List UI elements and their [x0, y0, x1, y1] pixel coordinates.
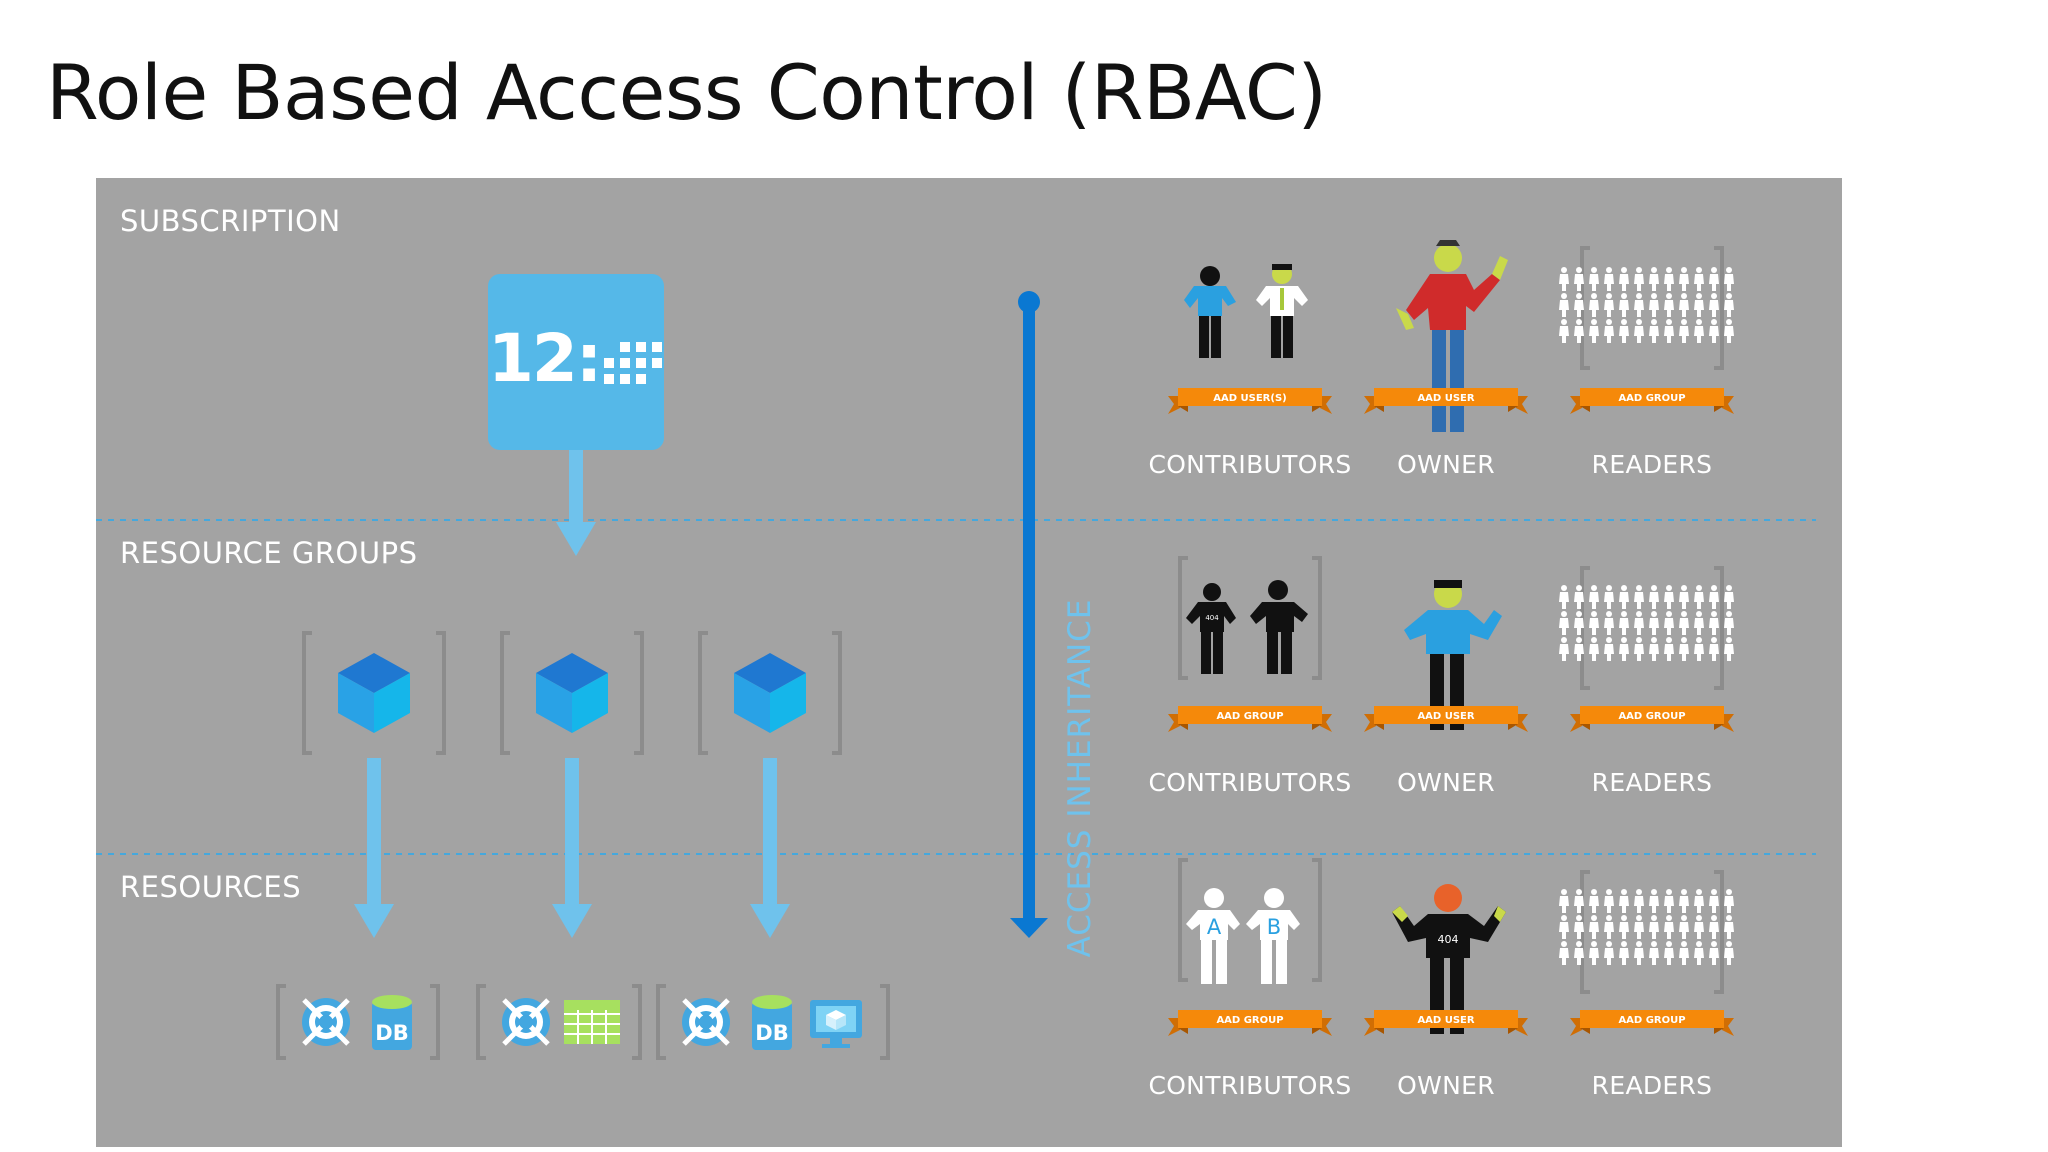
resource-group-arrows — [354, 758, 790, 938]
role-label-readers: READERS — [1591, 768, 1713, 797]
contributors-avatars — [1186, 580, 1308, 674]
access-inheritance-label: ACCESS INHERITANCE — [1062, 598, 1098, 958]
storage-table-icon — [564, 1000, 620, 1044]
web-app-icon — [302, 998, 350, 1046]
ribbon-rg-readers: AAD GROUP — [1570, 706, 1734, 732]
ribbon-text: AAD USER(S) — [1213, 393, 1286, 404]
ribbon-text: AAD USER — [1417, 1015, 1474, 1026]
readers-grid — [1559, 267, 1734, 343]
contributors-avatars — [1186, 888, 1300, 984]
db-badge: DB — [755, 1021, 788, 1045]
ribbon-sub-owner: AAD USER — [1364, 388, 1528, 414]
readers-grid — [1559, 889, 1734, 965]
resource-set-3 — [656, 984, 890, 1060]
ribbon-text: AAD GROUP — [1618, 1015, 1685, 1026]
resource-group-1 — [302, 631, 446, 755]
owner-avatar — [1396, 240, 1508, 432]
readers-grid — [1559, 585, 1734, 661]
subscription-icon — [488, 274, 664, 450]
ribbon-text: AAD GROUP — [1618, 393, 1685, 404]
tier-label-subscription: SUBSCRIPTION — [120, 204, 341, 238]
ribbon-text: AAD GROUP — [1216, 1015, 1283, 1026]
tier-label-resource-groups: RESOURCE GROUPS — [120, 536, 418, 570]
ribbon-sub-readers: AAD GROUP — [1570, 388, 1734, 414]
web-app-icon — [682, 998, 730, 1046]
role-label-contributors: CONTRIBUTORS — [1148, 768, 1352, 797]
resource-set-2 — [476, 984, 642, 1060]
diagram-graphics: AAD USER(S) AAD USER AAD GROUP — [96, 240, 1816, 1060]
role-label-readers: READERS — [1591, 1071, 1713, 1100]
subscription-arrow — [556, 450, 596, 556]
ribbon-res-contributors: AAD GROUP — [1168, 1010, 1332, 1036]
resource-group-3 — [698, 631, 842, 755]
ribbon-text: AAD GROUP — [1216, 711, 1283, 722]
virtual-machine-icon — [810, 1000, 862, 1048]
resource-group-2 — [500, 631, 644, 755]
person-b-badge: B — [1267, 915, 1281, 939]
ribbon-text: AAD GROUP — [1618, 711, 1685, 722]
ribbon-res-owner: AAD USER — [1364, 1010, 1528, 1036]
ribbon-rg-contributors: AAD GROUP — [1168, 706, 1332, 732]
ribbon-text: AAD USER — [1417, 393, 1474, 404]
shirt-404-badge: 404 — [1205, 614, 1219, 622]
role-label-owner: OWNER — [1397, 450, 1495, 479]
resource-set-1 — [276, 984, 440, 1060]
access-inheritance-arrow — [1010, 291, 1048, 938]
tier-label-resources: RESOURCES — [120, 870, 302, 904]
ribbon-rg-owner: AAD USER — [1364, 706, 1528, 732]
person-a-badge: A — [1207, 915, 1222, 939]
ribbon-text: AAD USER — [1417, 711, 1474, 722]
role-label-readers: READERS — [1591, 450, 1713, 479]
role-label-owner: OWNER — [1397, 1071, 1495, 1100]
web-app-icon — [502, 998, 550, 1046]
shirt-404-badge: 404 — [1438, 933, 1459, 946]
rbac-diagram-panel: AAD USER(S) AAD USER AAD GROUP — [96, 178, 1842, 1147]
db-badge: DB — [375, 1021, 408, 1045]
subscription-icon-text: 12: — [488, 320, 602, 397]
role-label-owner: OWNER — [1397, 768, 1495, 797]
contributors-avatars — [1184, 264, 1308, 358]
role-label-contributors: CONTRIBUTORS — [1148, 450, 1352, 479]
ribbon-sub-contributors: AAD USER(S) — [1168, 388, 1332, 414]
ribbon-res-readers: AAD GROUP — [1570, 1010, 1734, 1036]
role-label-contributors: CONTRIBUTORS — [1148, 1071, 1352, 1100]
page-title: Role Based Access Control (RBAC) — [46, 48, 1327, 137]
